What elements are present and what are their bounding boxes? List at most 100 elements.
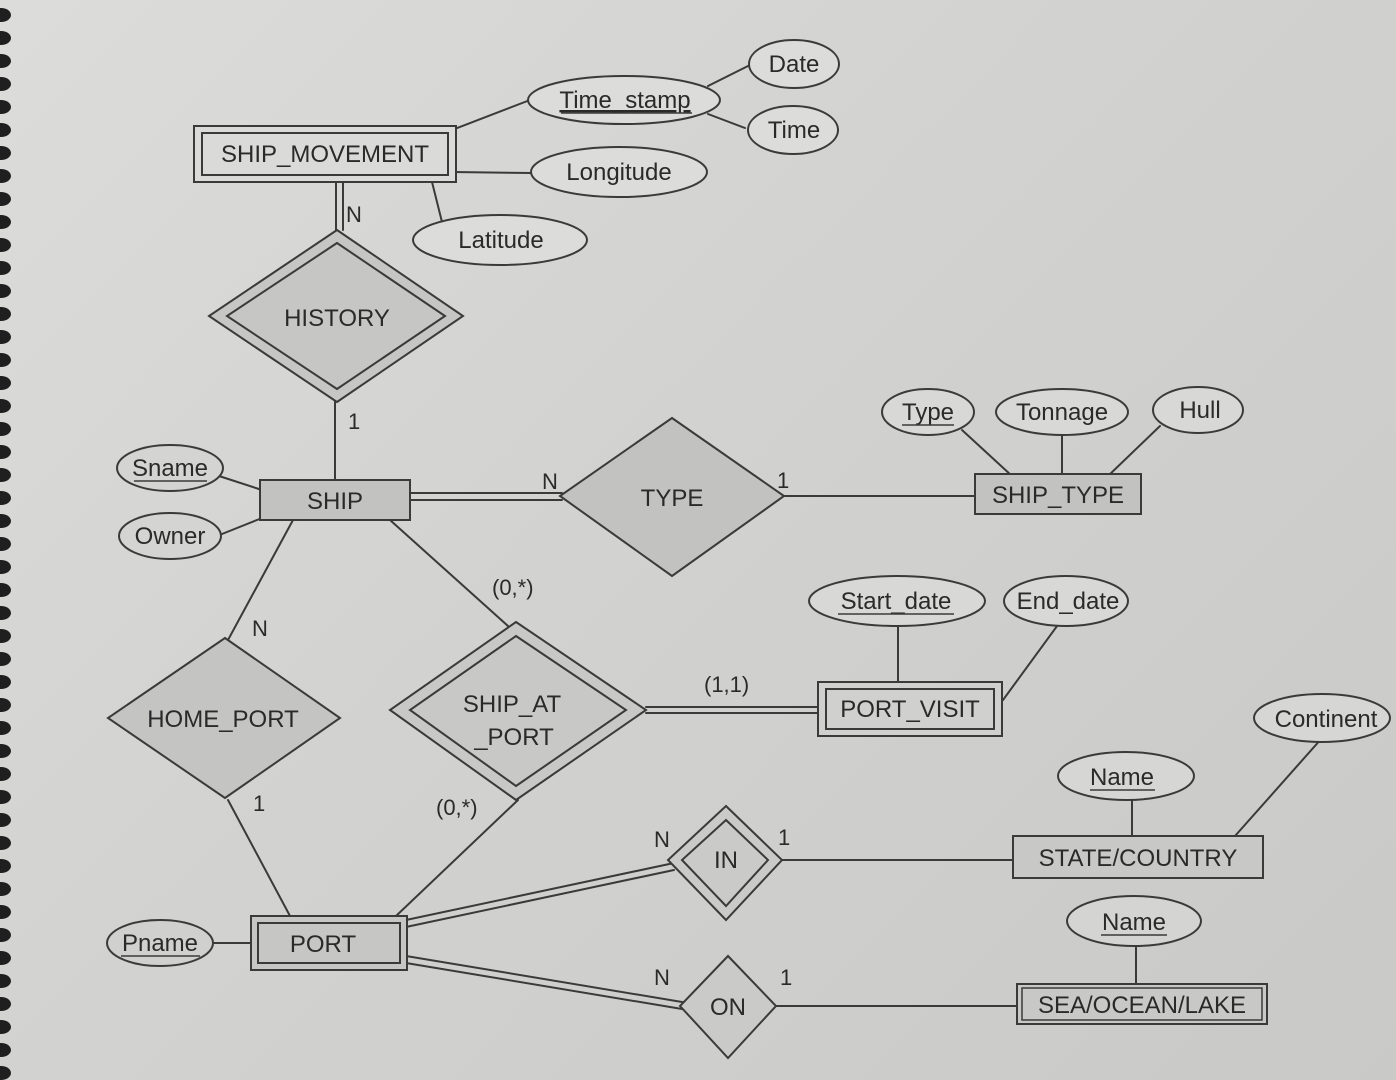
attribute-label: Hull (1179, 397, 1220, 424)
entity-ship-type: SHIP_TYPE (974, 473, 1142, 515)
binding-hole (0, 77, 11, 91)
relationship-history: HISTORY (207, 228, 465, 404)
attribute-owner: Owner (118, 512, 222, 560)
binding-hole (0, 928, 11, 942)
attribute-type: Type (881, 388, 975, 436)
relationship-label: HOME_PORT (147, 706, 299, 733)
binding-hole (0, 215, 11, 229)
attribute-sname: Sname (116, 444, 224, 492)
relationship-home-port: HOME_PORT (106, 636, 342, 800)
binding-hole (0, 238, 11, 252)
spiral-binding (0, 0, 22, 1080)
relationship-ship-at-port: SHIP_AT _PORT (388, 620, 648, 802)
attribute-time-stamp: Time_stamp (527, 75, 721, 125)
binding-hole (0, 698, 11, 712)
relationship-label: IN (714, 847, 738, 874)
binding-hole (0, 813, 11, 827)
attribute-label: Type (902, 399, 954, 426)
attribute-label: Time_stamp (559, 87, 690, 114)
attribute-date: Date (748, 39, 840, 89)
entity-label: SHIP_MOVEMENT (221, 141, 429, 168)
relationship-label-line1: SHIP_AT (463, 691, 562, 718)
cardinality-1-home-port: 1 (253, 791, 265, 816)
cardinality-n-ship-movement: N (346, 202, 362, 227)
binding-hole (0, 514, 11, 528)
entity-ship: SHIP (259, 479, 411, 521)
cardinality-n-in: N (654, 827, 670, 852)
binding-hole (0, 836, 11, 850)
double-lines (335, 181, 819, 1011)
binding-hole (0, 882, 11, 896)
attribute-longitude: Longitude (530, 146, 708, 198)
cardinality-n-type: N (542, 469, 558, 494)
attribute-label: Pname (122, 930, 198, 957)
binding-hole (0, 537, 11, 551)
attribute-hull: Hull (1152, 386, 1244, 434)
attribute-continent: Continent (1253, 693, 1391, 743)
cardinality-0-many-ship: (0,*) (492, 575, 534, 600)
entity-port-visit: PORT_VISIT (817, 681, 1003, 737)
binding-hole (0, 468, 11, 482)
binding-hole (0, 192, 11, 206)
binding-hole (0, 445, 11, 459)
cardinality-1-on: 1 (780, 965, 792, 990)
attribute-label: Date (769, 51, 820, 78)
relationship-in: IN (666, 804, 784, 922)
binding-hole (0, 859, 11, 873)
binding-hole (0, 1020, 11, 1034)
binding-hole (0, 997, 11, 1011)
binding-hole (0, 652, 11, 666)
attribute-label: Name (1090, 764, 1154, 791)
entity-label: PORT (290, 931, 357, 958)
attribute-time: Time (747, 105, 839, 155)
cardinality-0-many-port: (0,*) (436, 795, 478, 820)
attribute-label: Longitude (566, 159, 671, 186)
entity-label: SHIP (307, 488, 363, 515)
binding-hole (0, 31, 11, 45)
binding-hole (0, 100, 11, 114)
relationship-label: ON (710, 994, 746, 1021)
binding-hole (0, 54, 11, 68)
attribute-label: Tonnage (1016, 399, 1108, 426)
attribute-label: End_date (1017, 588, 1120, 615)
attribute-pname: Pname (106, 919, 214, 967)
entity-ship-movement: SHIP_MOVEMENT (193, 125, 457, 183)
binding-hole (0, 353, 11, 367)
entity-label: SHIP_TYPE (992, 482, 1124, 509)
entity-label: SEA/OCEAN/LAKE (1038, 992, 1246, 1019)
attribute-state-name: Name (1057, 751, 1195, 801)
binding-hole (0, 376, 11, 390)
attribute-label: Latitude (458, 227, 543, 254)
binding-hole (0, 905, 11, 919)
binding-hole (0, 123, 11, 137)
binding-hole (0, 146, 11, 160)
relationship-type: TYPE (558, 416, 786, 578)
attribute-label: Start_date (841, 588, 952, 615)
attribute-latitude: Latitude (412, 214, 588, 266)
binding-hole (0, 399, 11, 413)
attribute-label: Owner (135, 523, 206, 550)
cardinality-1-ship-type: 1 (777, 468, 789, 493)
attribute-label: Continent (1275, 706, 1378, 733)
binding-hole (0, 330, 11, 344)
binding-hole (0, 8, 11, 22)
cardinality-1-in: 1 (778, 825, 790, 850)
attribute-label: Sname (132, 455, 208, 482)
binding-hole (0, 974, 11, 988)
binding-hole (0, 744, 11, 758)
attribute-label: Name (1102, 909, 1166, 936)
binding-hole (0, 491, 11, 505)
relationship-label: TYPE (641, 485, 704, 512)
binding-hole (0, 307, 11, 321)
relationship-label-line2: _PORT (473, 724, 554, 751)
attribute-end-date: End_date (1003, 575, 1129, 627)
binding-hole (0, 261, 11, 275)
entity-state-country: STATE/COUNTRY (1012, 835, 1264, 879)
binding-hole (0, 284, 11, 298)
relationship-label: HISTORY (284, 305, 390, 332)
binding-hole (0, 560, 11, 574)
attribute-tonnage: Tonnage (995, 388, 1129, 436)
binding-hole (0, 951, 11, 965)
